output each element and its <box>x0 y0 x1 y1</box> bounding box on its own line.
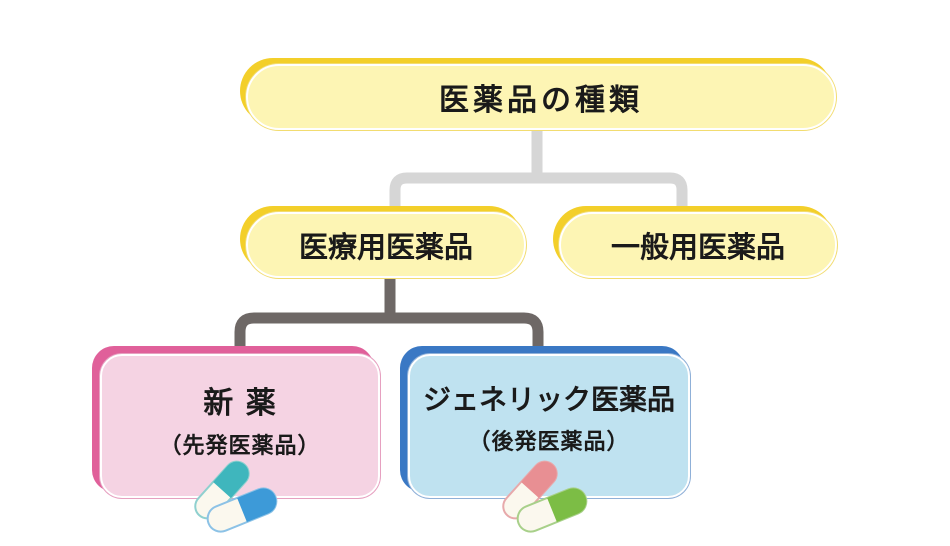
root-label: 医薬品の種類 <box>439 83 643 118</box>
medical-drugs-label: 医療用医薬品 <box>298 230 473 264</box>
new-drug-subtitle: （先発医薬品） <box>159 434 321 459</box>
node-new-drug: 新 薬 （先発医薬品） <box>100 354 380 498</box>
node-otc-drugs: 一般用医薬品 <box>559 212 837 278</box>
node-generic-drug: ジェネリック医薬品 （後発医薬品） <box>408 354 690 498</box>
connector-root-to-level2 <box>389 128 688 207</box>
connector-medical-to-level3 <box>234 276 544 352</box>
root-node: 医薬品の種類 <box>246 64 836 130</box>
node-medical-drugs: 医療用医薬品 <box>246 212 526 278</box>
new-drug-title: 新 薬 <box>203 386 277 421</box>
otc-drugs-label: 一般用医薬品 <box>610 230 785 264</box>
generic-title: ジェネリック医薬品 <box>422 383 675 416</box>
generic-subtitle: （後発医薬品） <box>468 430 630 455</box>
